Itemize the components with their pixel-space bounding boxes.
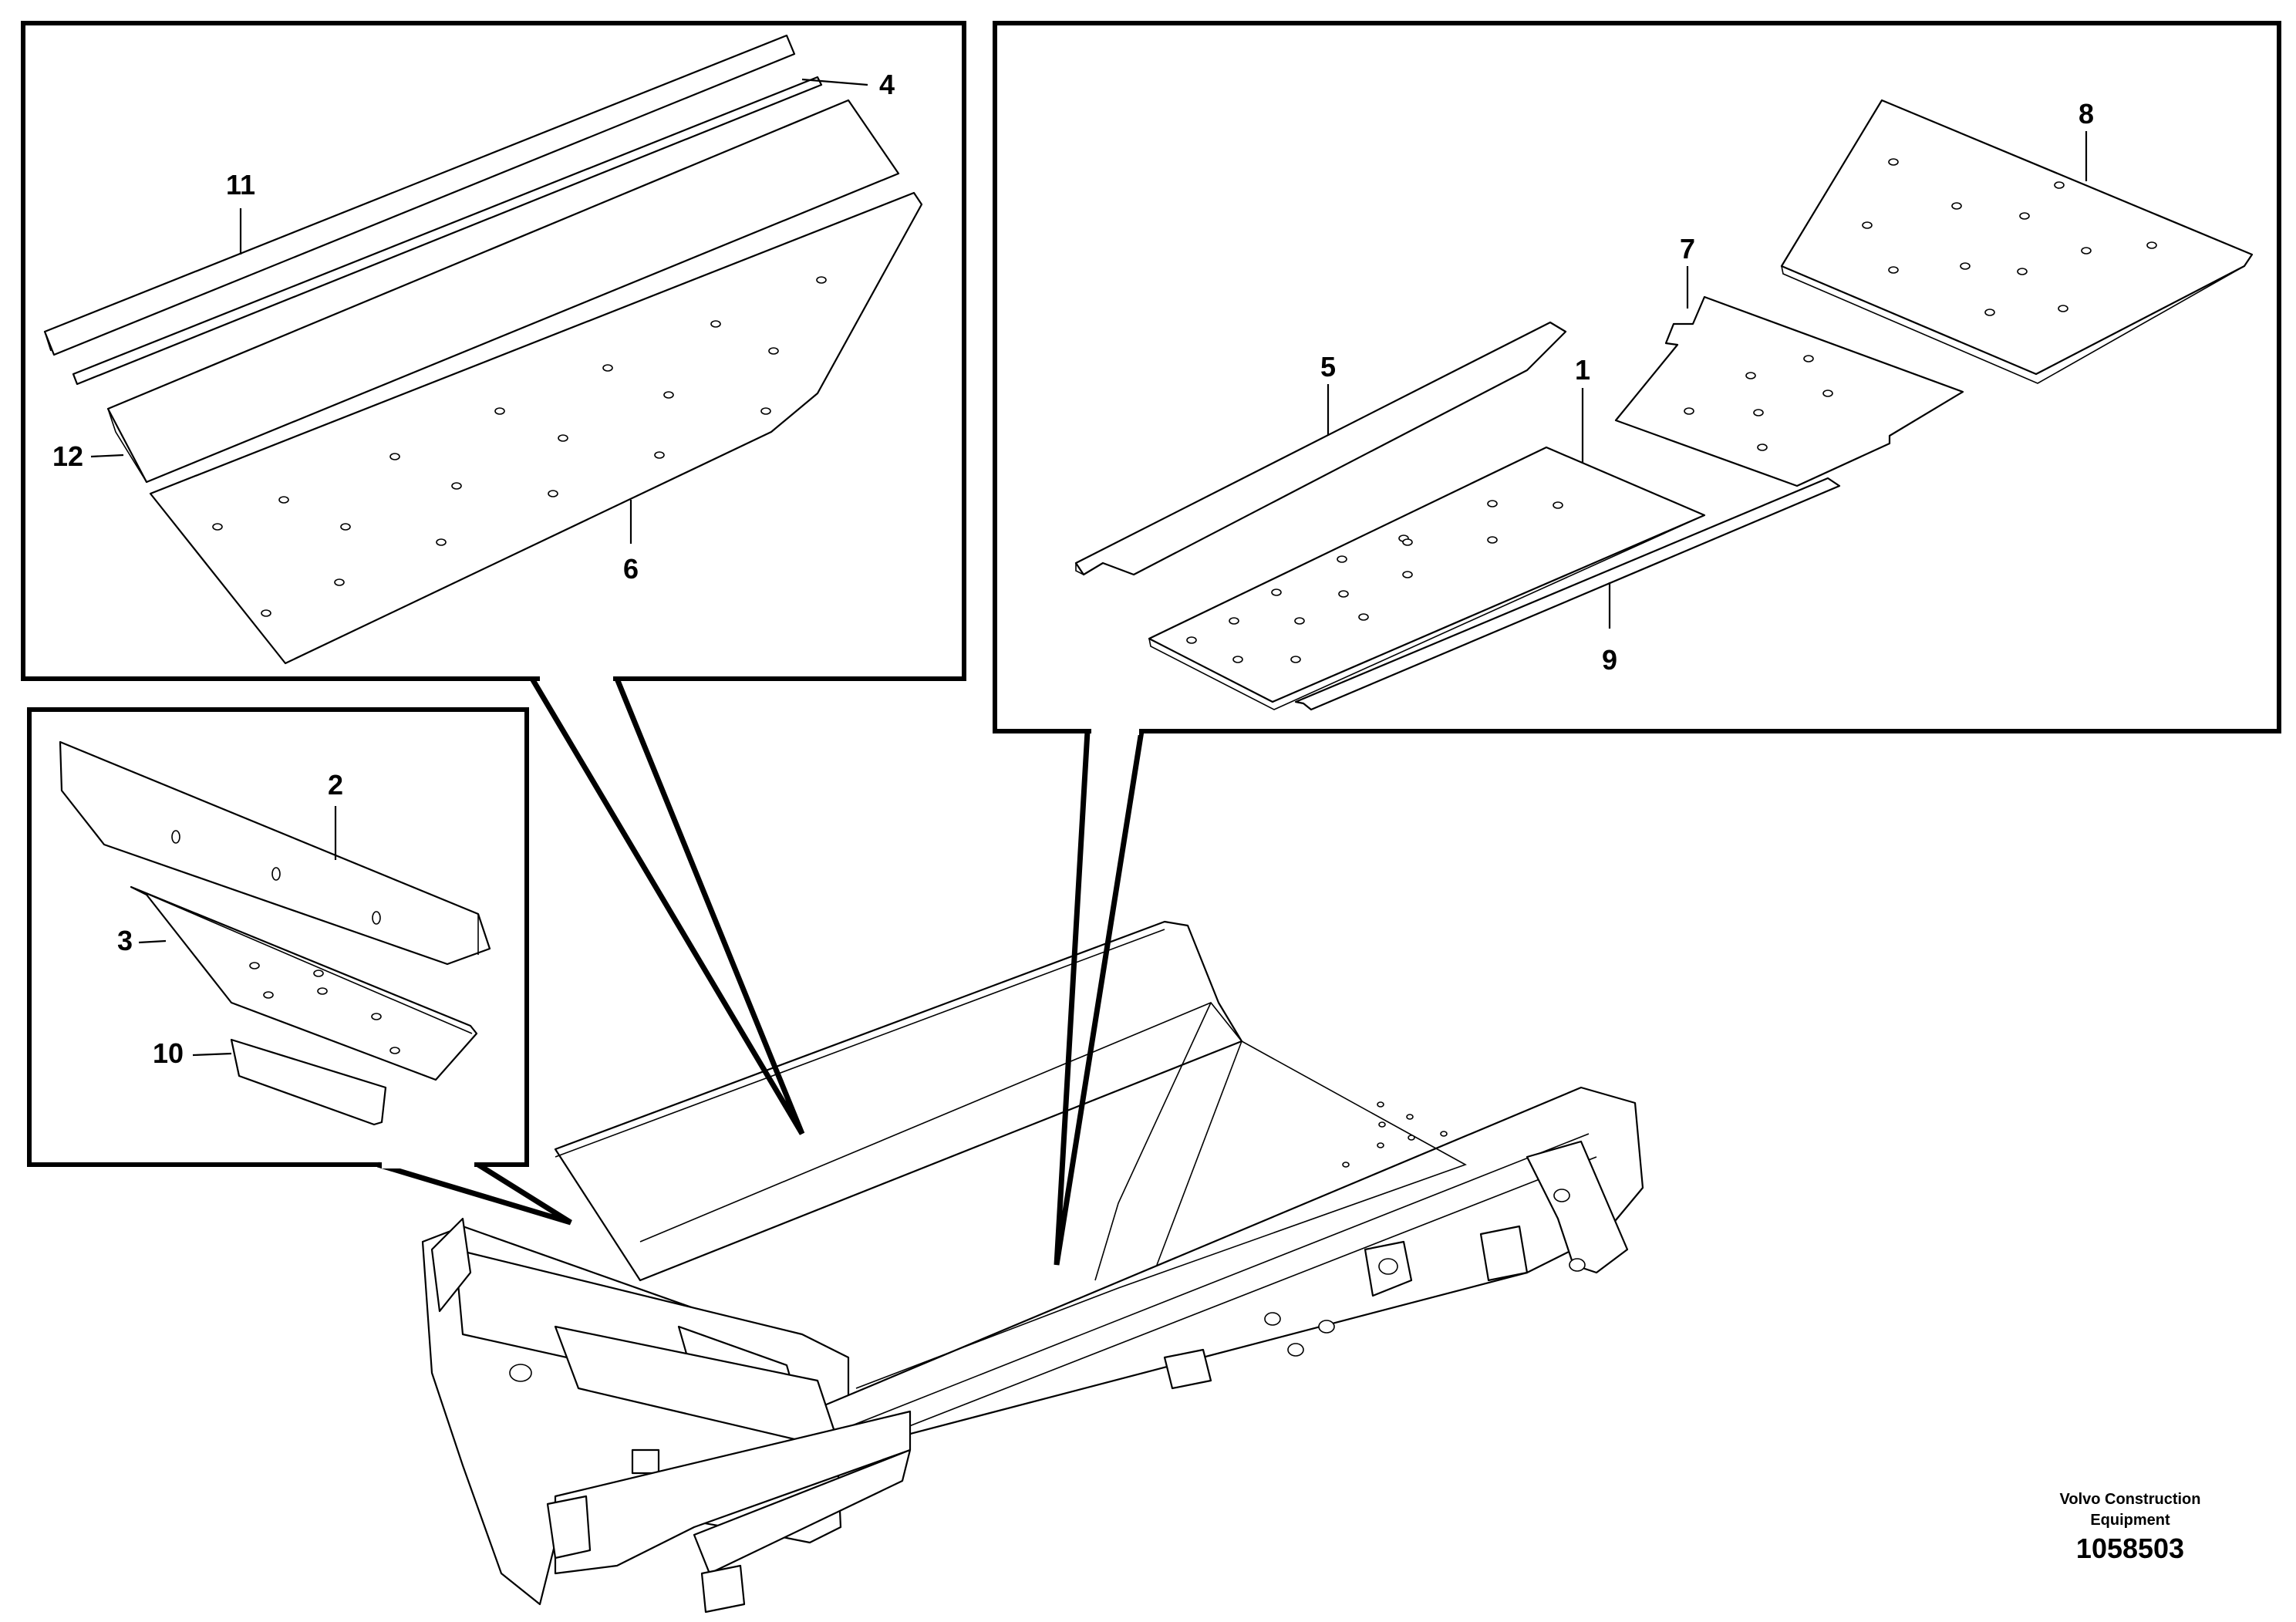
callout-5: 5 bbox=[1320, 351, 1336, 383]
callout-8: 8 bbox=[2079, 98, 2094, 130]
callout-11: 11 bbox=[226, 169, 255, 201]
part-8-holes bbox=[1862, 158, 2157, 316]
part-6-holes bbox=[212, 276, 827, 617]
document-number: 1058503 bbox=[2076, 1533, 2184, 1564]
part-7-floor-plate bbox=[1614, 295, 1964, 487]
part-5-angle-strip bbox=[1074, 321, 1567, 576]
detail-box-side-plates: 11 4 12 6 bbox=[21, 21, 966, 1135]
part-6-side-plate bbox=[149, 191, 923, 665]
company-name-line1: Volvo Construction bbox=[2060, 1491, 2201, 1508]
callout-6: 6 bbox=[623, 553, 639, 585]
callout-12: 12 bbox=[52, 440, 83, 472]
callout-1: 1 bbox=[1575, 354, 1590, 386]
part-4-flat-strip bbox=[72, 76, 823, 386]
part-7-holes bbox=[1684, 355, 1833, 451]
part-11-angle-strip bbox=[43, 34, 796, 356]
callout-9: 9 bbox=[1602, 644, 1617, 676]
detail-box-floor-plates: 8 7 5 1 9 bbox=[993, 21, 2281, 1266]
company-name-line2: Equipment bbox=[2090, 1512, 2170, 1529]
part-9-angle-strip bbox=[1294, 477, 1841, 711]
callout-7: 7 bbox=[1680, 233, 1695, 265]
dump-body-illustration bbox=[421, 920, 1644, 1614]
part-3-front-lower-plate bbox=[130, 885, 478, 1081]
part-8-floor-plate bbox=[1780, 99, 2254, 376]
callout-3: 3 bbox=[117, 925, 133, 956]
callout-2: 2 bbox=[328, 769, 343, 801]
callout-4: 4 bbox=[879, 69, 895, 100]
part-2-holes bbox=[171, 830, 381, 925]
detail-box-front-plates: 2 3 10 bbox=[27, 707, 572, 1226]
callout-10: 10 bbox=[153, 1037, 184, 1069]
part-3-holes bbox=[249, 962, 400, 1054]
footer-info: Volvo Construction Equipment 1058503 bbox=[2060, 1491, 2201, 1564]
part-12-angle-plate bbox=[106, 99, 900, 484]
part-1-holes bbox=[1186, 500, 1563, 663]
